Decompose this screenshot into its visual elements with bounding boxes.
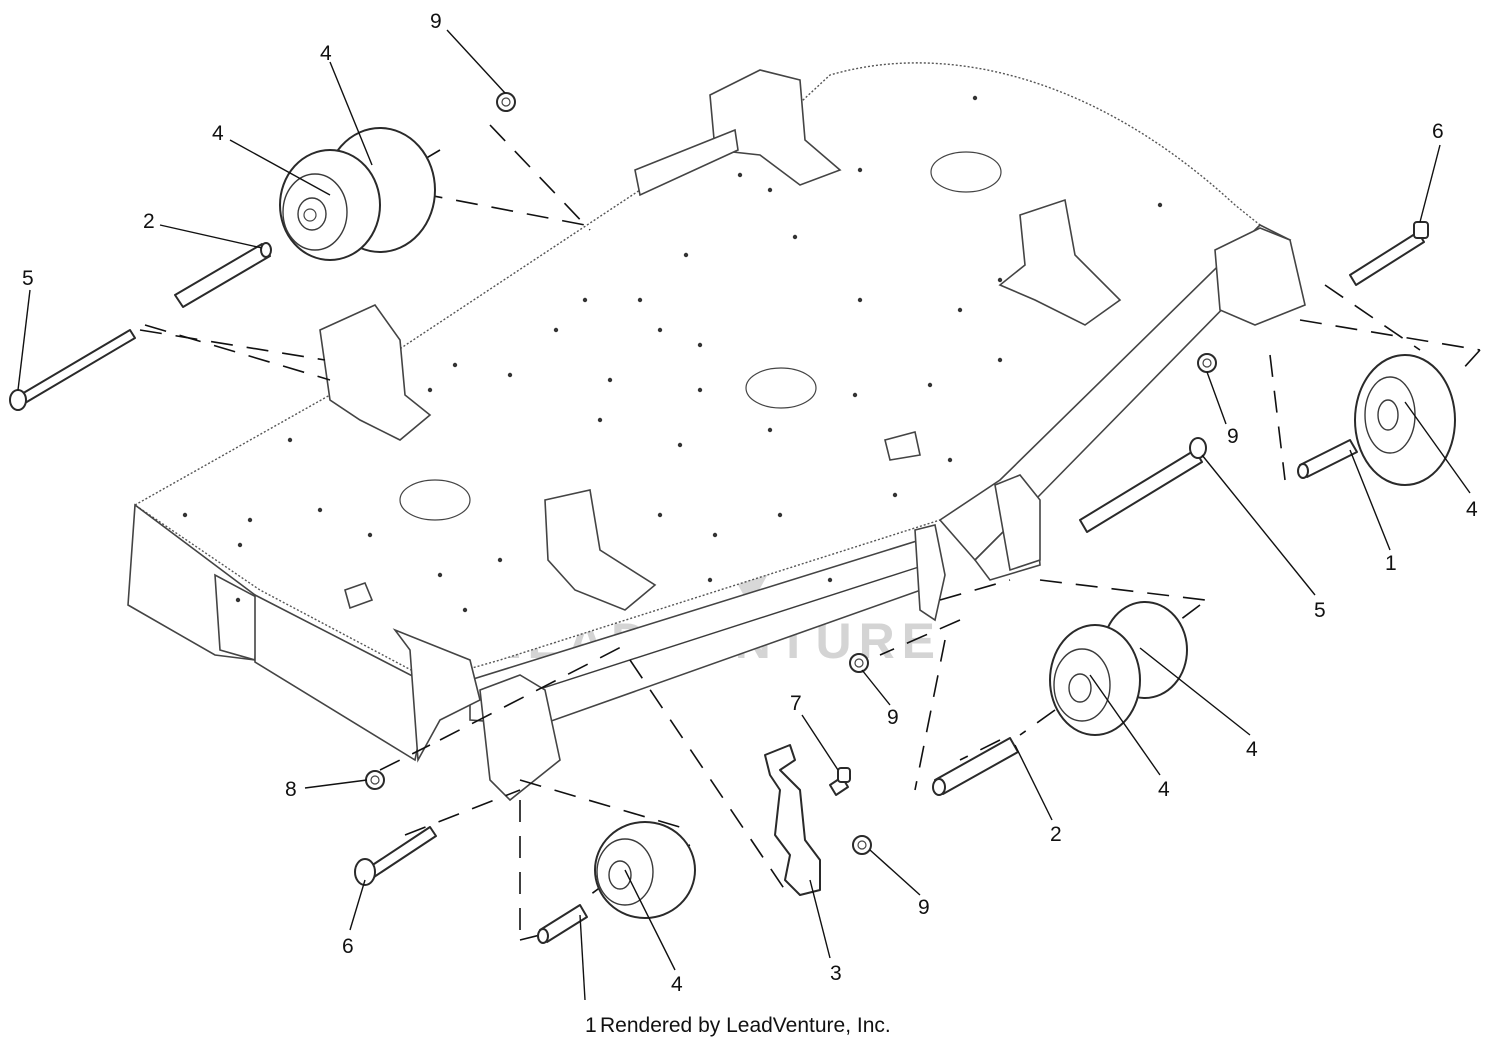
callout-5-left: 5 [22, 267, 34, 290]
deck-bracket [544, 489, 657, 611]
deck-top-surface [133, 62, 1262, 681]
side-plate-rear-inner [994, 474, 1041, 572]
callout-4-right: 4 [1466, 498, 1478, 521]
callout-8: 8 [285, 778, 297, 801]
spindle-opening [399, 479, 471, 521]
callout-9-right: 9 [1227, 425, 1239, 448]
callout-4-bottom-center: 4 [671, 973, 683, 996]
axle-short-2-top [174, 242, 272, 308]
nut-9-top [496, 92, 516, 112]
callout-2-bottom: 2 [1050, 823, 1062, 846]
callout-3: 3 [830, 962, 842, 985]
deck-bracket [319, 303, 432, 441]
callout-2-top: 2 [143, 210, 155, 233]
leader-lines [17, 29, 1471, 1001]
nut-9-bottom [852, 835, 872, 855]
cross-bar-edge [489, 564, 926, 706]
callout-5-right: 5 [1314, 599, 1326, 622]
wheel-right [1354, 354, 1456, 486]
deck-small-bracket [344, 581, 374, 610]
nut-9-right [1197, 353, 1217, 373]
side-plate-rear-right [1214, 227, 1306, 326]
callout-1-right: 1 [1385, 552, 1397, 575]
bolt-5-left [9, 329, 136, 411]
render-credit: Rendered by LeadVenture, Inc. [600, 1014, 891, 1037]
deck-side-skirt [254, 593, 431, 762]
deck-small-bracket [884, 431, 921, 461]
callout-9-top: 9 [430, 10, 442, 33]
wheel-bottom-right [1049, 601, 1188, 736]
callout-4-top-rear: 4 [320, 42, 332, 65]
front-cross-bar [469, 539, 937, 726]
bolt-5-right [1079, 437, 1207, 533]
callouts: 9 4 4 2 5 6 9 4 1 5 4 4 2 9 7 8 9 3 6 4 … [22, 10, 1478, 1037]
mower-deck [127, 62, 1306, 802]
side-plate-front-right [914, 524, 946, 622]
side-plate-front-left [479, 674, 561, 802]
deck-bracket [998, 198, 1122, 326]
side-plate-left [392, 628, 481, 763]
deck-bracket [634, 128, 739, 197]
callout-4-bottom-front: 4 [1158, 778, 1170, 801]
nut-9-center [849, 653, 869, 673]
callout-6-bottom: 6 [342, 935, 354, 958]
callout-9-bottom: 9 [918, 896, 930, 919]
spindle-opening [745, 367, 817, 409]
bolt-7 [829, 767, 851, 796]
callout-9-center: 9 [887, 706, 899, 729]
pin-1-bottom [537, 904, 588, 944]
wheel-top-left [279, 127, 436, 261]
callout-1-bottom: 1 [585, 1014, 597, 1037]
callout-4-bottom-rear: 4 [1246, 738, 1258, 761]
deck-rivets [182, 95, 1163, 613]
bolt-6-bottom [354, 826, 437, 886]
callout-6-right: 6 [1432, 120, 1444, 143]
bracket-3 [764, 744, 821, 896]
callout-4-top-front: 4 [212, 122, 224, 145]
bolt-6-right [1349, 221, 1429, 286]
spindle-opening [930, 151, 1002, 193]
axle-2-bottom [932, 737, 1019, 796]
callout-7: 7 [790, 692, 802, 715]
nut-8 [365, 770, 385, 790]
wheel-bottom-center [594, 821, 696, 919]
deck-front-corner [214, 573, 259, 662]
pin-1-right [1297, 439, 1358, 479]
